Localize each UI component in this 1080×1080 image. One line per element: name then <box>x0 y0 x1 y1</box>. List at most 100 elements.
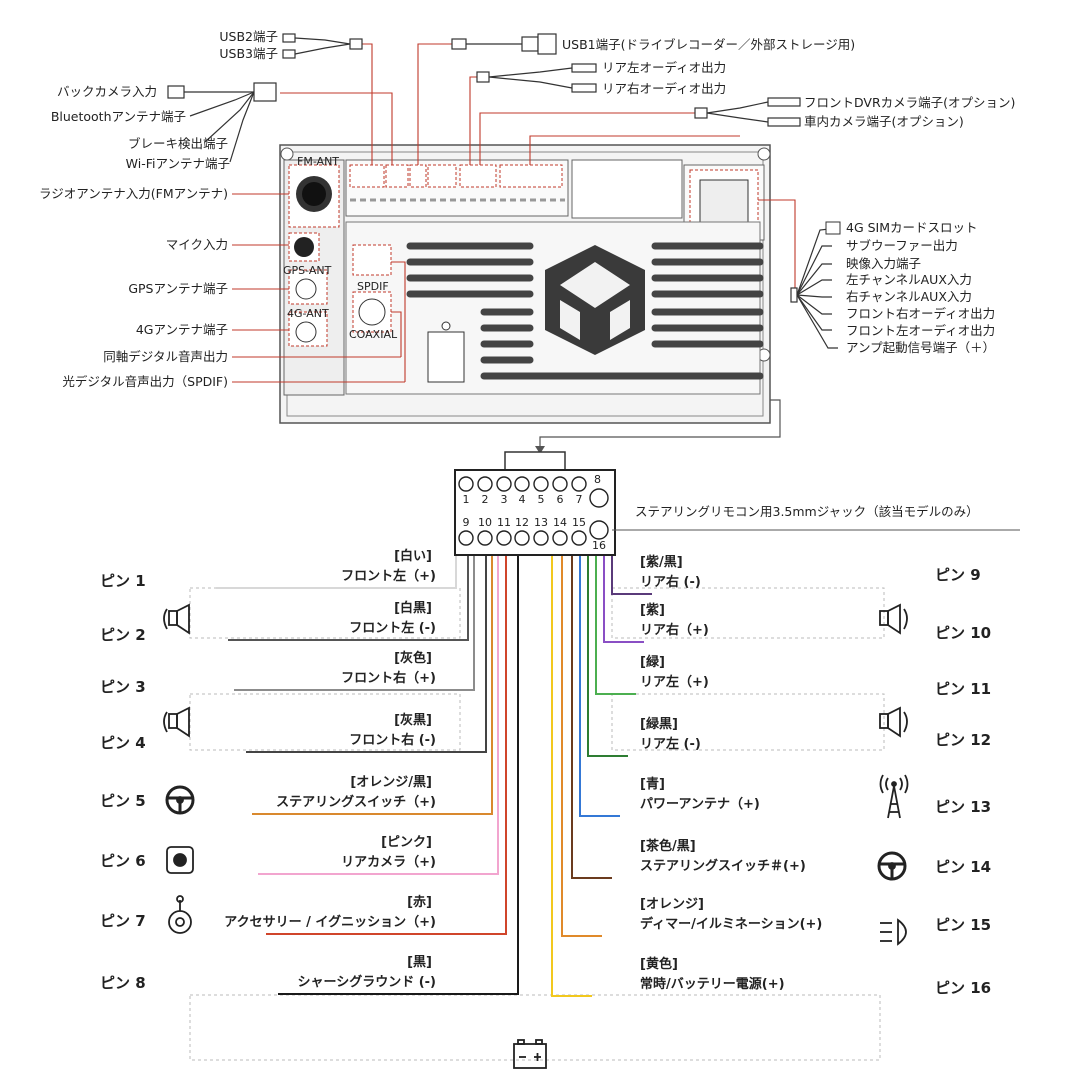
wire <box>266 556 507 935</box>
top-labels: USB2端子 USB3端子 USB1端子(ドライブレコーダー／外部ストレージ用)… <box>219 29 1015 129</box>
lte-ant-label: 4G-ANT <box>287 307 329 320</box>
wire-function-label: リア左（+) <box>640 674 709 690</box>
wire <box>579 556 620 817</box>
wire <box>551 556 592 997</box>
pin-number: 16 <box>592 539 606 552</box>
wire-function-label: 常時/バッテリー電源(+) <box>640 976 785 992</box>
pin-hole <box>477 476 493 492</box>
wire-color-label: [緑黒] <box>640 716 678 732</box>
wire-function-label: ステアリングスイッチ（+) <box>276 794 436 810</box>
left-labels: バックカメラ入力 Bluetoothアンテナ端子 ブレーキ検出端子 Wi-Fiア… <box>39 84 230 389</box>
right-label: フロント左オーディオ出力 <box>846 323 995 338</box>
wire <box>246 556 487 753</box>
pin-hole <box>571 476 587 492</box>
wire-color-label: [白黒] <box>394 600 432 616</box>
wire-function-label: リアカメラ（+) <box>341 854 436 870</box>
fm-ant-label: FM-ANT <box>297 155 339 168</box>
right-label: 左チャンネルAUX入力 <box>846 272 972 287</box>
wire <box>252 556 493 815</box>
wire-color-label: [黄色] <box>640 956 678 972</box>
speaker-icon <box>879 603 908 635</box>
pin-label: ピン 13 <box>935 798 991 816</box>
speaker-icon <box>163 603 190 635</box>
wire <box>234 556 475 691</box>
pin-hole <box>533 530 549 546</box>
pin-label: ピン 11 <box>935 680 991 698</box>
usb1-label: USB1端子(ドライブレコーダー／外部ストレージ用) <box>562 37 855 52</box>
wire <box>595 556 636 695</box>
spdif-label: SPDIF <box>357 280 389 293</box>
front-dvr-label: フロントDVRカメラ端子(オプション) <box>804 95 1015 110</box>
wire-function-label: シャーシグラウンド (-) <box>297 974 436 990</box>
spdif-out-label: 光デジタル音声出力（SPDIF) <box>62 374 228 389</box>
pin-hole <box>496 530 512 546</box>
pin-label: ピン 6 <box>100 852 146 870</box>
right-label: フロント右オーディオ出力 <box>846 306 995 321</box>
pin-label: ピン 7 <box>100 912 146 930</box>
pin-label: ピン 12 <box>935 731 991 749</box>
wire-function-label: リア左 (-) <box>640 736 701 752</box>
brake-label: ブレーキ検出端子 <box>128 136 228 151</box>
rear-left-audio-label: リア左オーディオ出力 <box>602 60 726 75</box>
pin-number: 1 <box>463 493 470 506</box>
pin-hole <box>458 530 474 546</box>
headlight-icon <box>880 918 907 946</box>
wire-function-label: リア右 (-) <box>640 574 701 590</box>
wire-color-label: [オレンジ] <box>640 897 704 912</box>
pin-number: 2 <box>482 493 489 506</box>
wire-function-label: リア右（+) <box>640 622 709 638</box>
wire-function-label: アクセサリー / イグニッション（+) <box>224 914 436 930</box>
bluetooth-label: Bluetoothアンテナ端子 <box>51 109 186 124</box>
steering-wheel-icon <box>877 851 907 881</box>
pin-hole <box>552 476 568 492</box>
pin-number: 11 <box>497 516 511 529</box>
steering-wheel-icon <box>165 785 195 815</box>
wire-color-label: [ピンク] <box>381 835 432 850</box>
wire-color-label: [赤] <box>407 894 432 910</box>
pin-number: 6 <box>557 493 564 506</box>
wire-function-label: ディマー/イルミネーション(+) <box>640 916 822 932</box>
pin-hole <box>458 476 474 492</box>
pin-hole <box>589 488 609 508</box>
usb2-label: USB2端子 <box>219 29 278 44</box>
wire-function-label: ステアリングスイッチ＃(+) <box>640 858 806 874</box>
pin-label: ピン 14 <box>935 858 991 876</box>
wire <box>587 556 628 757</box>
rear-right-audio-label: リア右オーディオ出力 <box>602 81 726 96</box>
wire <box>571 556 612 879</box>
pin-label: ピン 16 <box>935 979 991 997</box>
jack-label: ステアリングリモコン用3.5mmジャック（該当モデルのみ） <box>635 504 979 519</box>
wire <box>278 556 519 995</box>
pin-number: 12 <box>515 516 529 529</box>
cabin-camera-label: 車内カメラ端子(オプション) <box>804 114 964 129</box>
wire-color-label: [青] <box>640 776 665 792</box>
radio-label: ラジオアンテナ入力(FMアンテナ) <box>39 186 228 201</box>
pin-number: 10 <box>478 516 492 529</box>
ignition-key-icon <box>168 895 192 934</box>
wire <box>561 556 602 937</box>
right-labels: 4G SIMカードスロット サブウーファー出力 映像入力端子 左チャンネルAUX… <box>825 220 995 355</box>
back-camera-label: バックカメラ入力 <box>57 84 157 99</box>
pin-label: ピン 10 <box>935 624 991 642</box>
wire-function-label: パワーアンテナ（+) <box>640 796 760 812</box>
pin-label: ピン 5 <box>100 792 146 810</box>
wire-color-label: [紫/黒] <box>640 554 683 570</box>
pin-label: ピン 9 <box>935 566 981 584</box>
pin-label: ピン 1 <box>100 572 146 590</box>
antenna-icon <box>879 774 909 819</box>
lte-label: 4Gアンテナ端子 <box>136 322 228 337</box>
usb3-label: USB3端子 <box>219 46 278 61</box>
pin-number: 14 <box>553 516 567 529</box>
pin-hole <box>533 476 549 492</box>
wifi-label: Wi-Fiアンテナ端子 <box>126 156 230 171</box>
right-label: アンプ起動信号端子（＋） <box>846 340 995 355</box>
wire <box>611 556 652 595</box>
wire-color-label: [オレンジ/黒] <box>350 774 432 790</box>
pin-hole <box>552 530 568 546</box>
right-label: 映像入力端子 <box>846 256 921 271</box>
pin-hole <box>514 476 530 492</box>
pin-number: 9 <box>463 516 470 529</box>
pin-number: 15 <box>572 516 586 529</box>
